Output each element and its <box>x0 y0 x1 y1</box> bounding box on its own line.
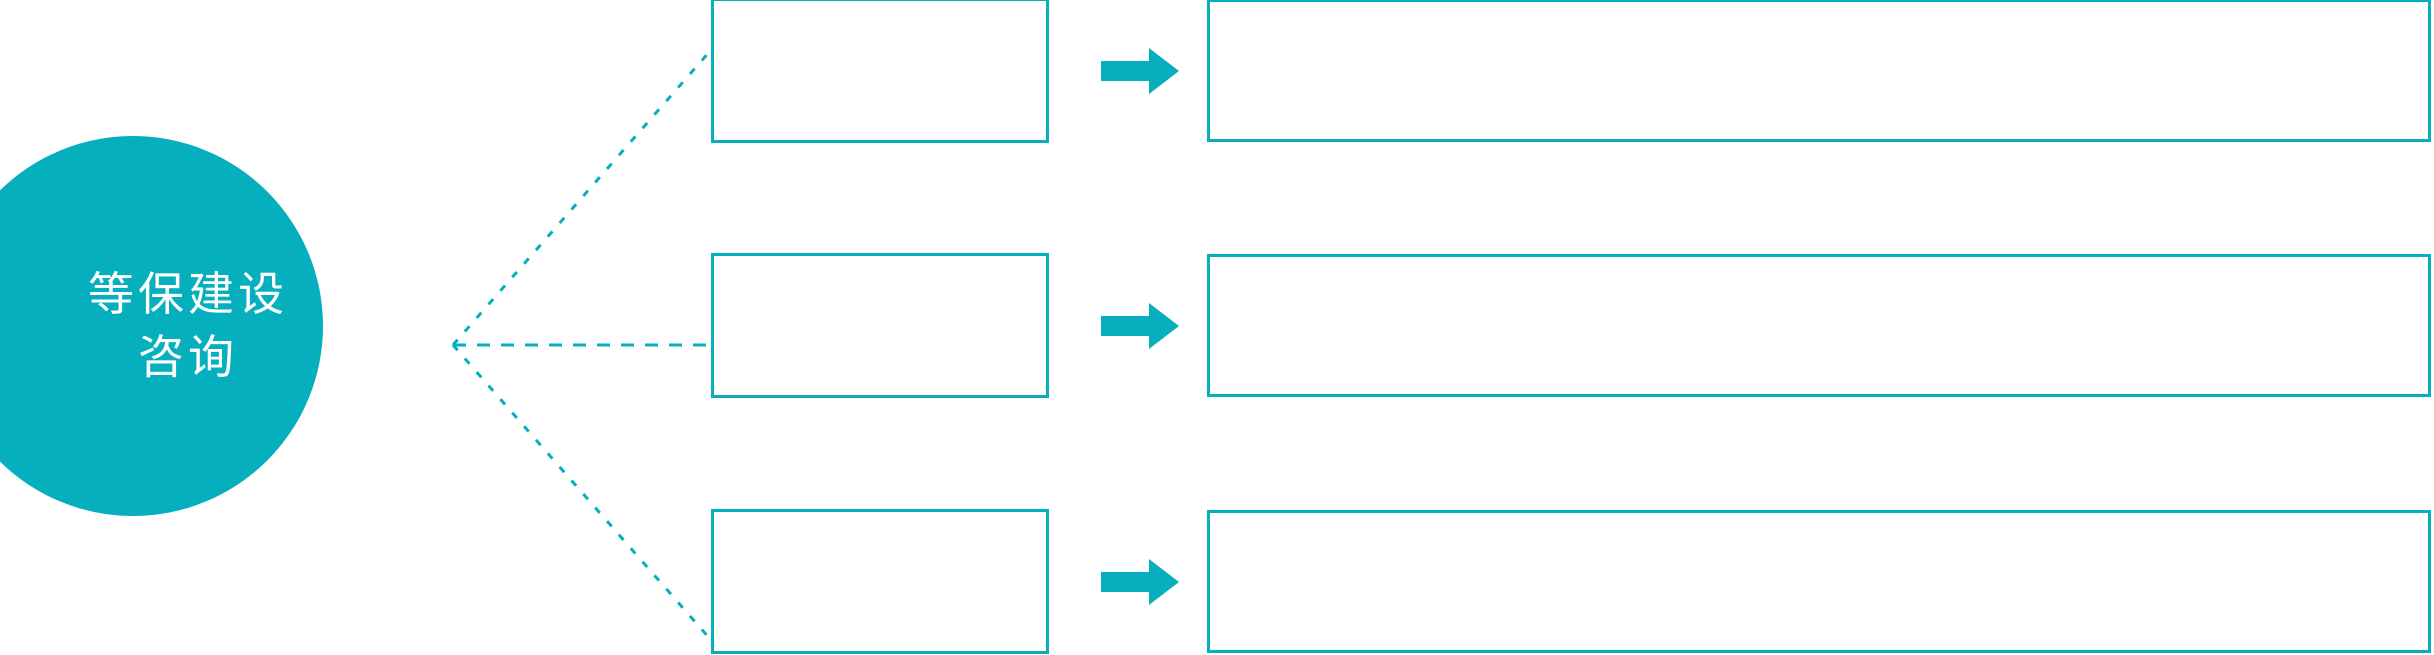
category-box[interactable] <box>711 0 1049 143</box>
hub-node[interactable]: 等保建设 咨询 <box>0 136 323 516</box>
right-arrow-icon <box>1101 303 1179 349</box>
hub-label-line-2: 咨询 <box>138 331 238 383</box>
category-box[interactable] <box>711 253 1049 398</box>
category-box[interactable] <box>711 509 1049 654</box>
detail-box[interactable] <box>1207 510 2431 653</box>
right-arrow-icon <box>1101 48 1179 94</box>
detail-box[interactable] <box>1207 254 2431 397</box>
hub-label-line-1: 等保建设 <box>88 267 288 320</box>
connector-line-top <box>451 49 713 346</box>
detail-box[interactable] <box>1207 0 2431 142</box>
right-arrow-icon <box>1101 559 1179 605</box>
connector-line-bottom <box>451 344 713 641</box>
